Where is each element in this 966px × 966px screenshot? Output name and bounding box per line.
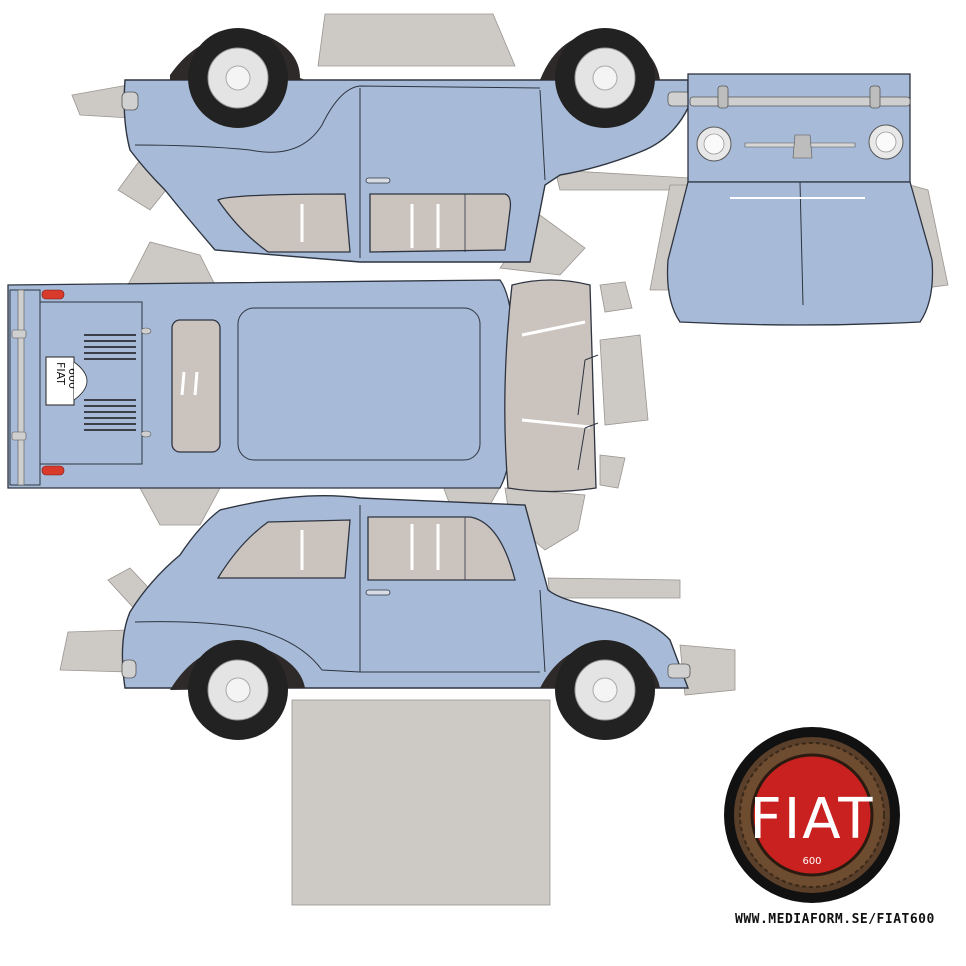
front-panel xyxy=(666,73,934,326)
headlight-icon xyxy=(696,126,732,162)
window xyxy=(504,279,597,493)
window xyxy=(367,516,516,581)
window xyxy=(216,519,351,579)
glue-tab xyxy=(317,13,516,67)
glue-tab xyxy=(547,577,681,599)
glue-tab xyxy=(127,241,216,286)
side-panel-top xyxy=(121,28,691,263)
license-plate xyxy=(45,356,75,406)
wheel-icon xyxy=(540,28,660,128)
window xyxy=(217,193,351,253)
taillight-icon xyxy=(41,289,65,300)
glue-tab xyxy=(59,629,129,673)
door-handle-icon xyxy=(365,177,391,184)
plate-line-1: FIAT xyxy=(54,362,67,385)
glue-tab xyxy=(599,334,649,426)
logo-model: 600 xyxy=(802,856,821,867)
taillight-icon xyxy=(41,465,65,476)
floor-panel xyxy=(291,699,551,906)
side-panel-bottom xyxy=(121,495,691,740)
wheel-icon xyxy=(170,28,305,128)
glue-tab xyxy=(599,281,633,313)
logo-brand: FIAT xyxy=(750,787,875,852)
wheel-icon xyxy=(540,640,660,740)
roof-panel: FIAT 600 xyxy=(7,279,599,493)
wheel-icon xyxy=(170,640,305,740)
window xyxy=(369,193,512,253)
headlight-icon xyxy=(868,124,904,160)
glue-tab xyxy=(71,84,131,119)
footer-url: WWW.MEDIAFORM.SE/FIAT600 xyxy=(735,912,935,927)
front-bumper xyxy=(689,96,911,107)
door-handle-icon xyxy=(365,589,391,596)
glue-tab xyxy=(599,454,626,489)
fiat-logo-icon: FIAT 600 xyxy=(724,727,900,903)
